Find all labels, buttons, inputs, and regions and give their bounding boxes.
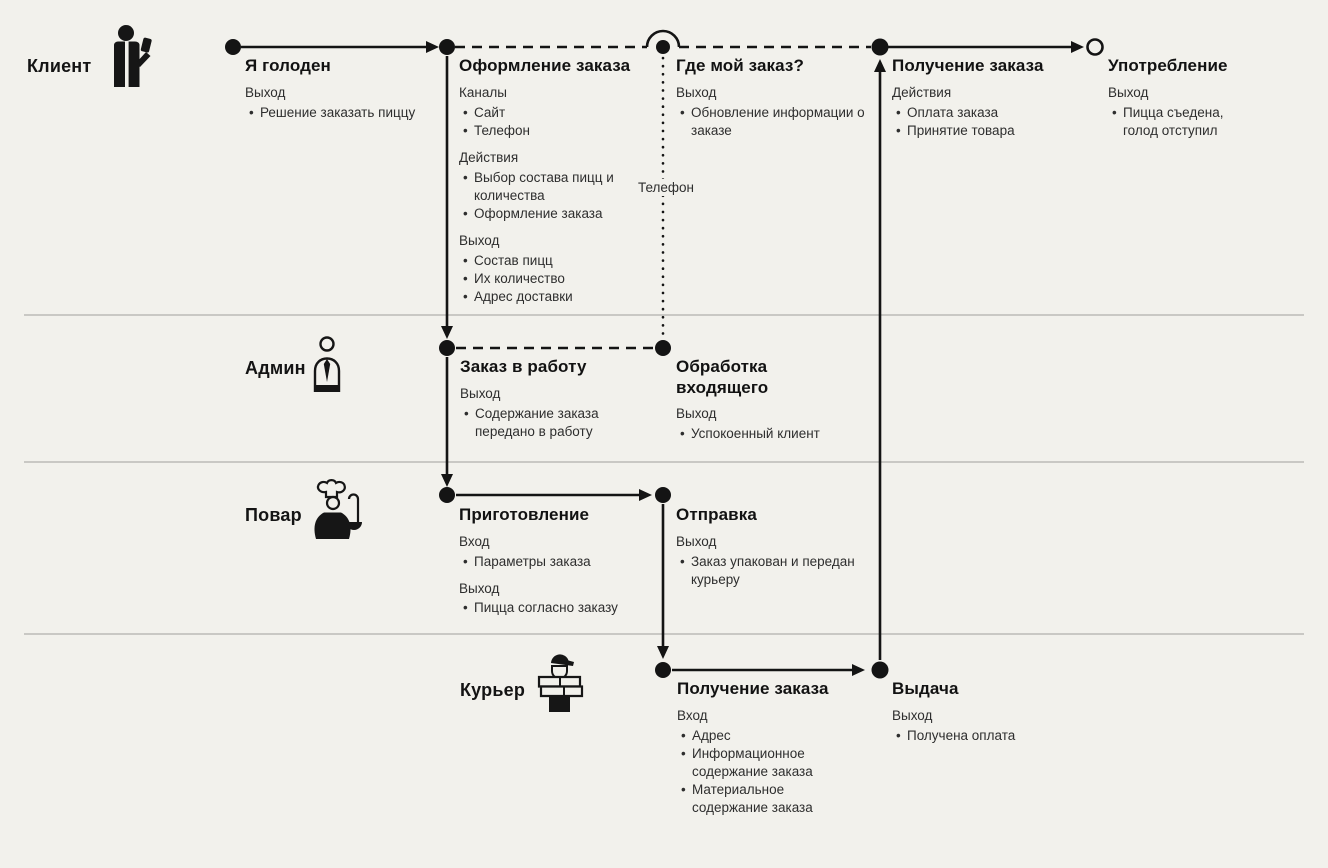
step-hungry: Я голоден Выход Решение заказать пиццу: [245, 56, 445, 131]
step-item: Состав пицц: [459, 252, 654, 270]
arrowhead-down: [441, 474, 453, 487]
step-incoming-processing: Обработка входящего Выход Успокоенный кл…: [676, 357, 836, 452]
arrowhead-down: [657, 646, 669, 659]
node-incoming-processing: [655, 340, 671, 356]
section-label: Действия: [459, 149, 519, 165]
step-item: Адрес: [677, 727, 862, 745]
lane-label-client: Клиент: [27, 56, 92, 76]
step-item: Заказ упакован и передан курьеру: [676, 553, 881, 589]
step-order-receiving-courier: Получение заказа Вход Адрес Информационн…: [677, 679, 862, 826]
arrowhead-up: [874, 59, 886, 72]
step-item: Обновление информации о заказе: [676, 104, 866, 140]
step-title: Употребление: [1108, 56, 1228, 75]
section-label: Действия: [892, 84, 952, 100]
step-item: Принятие товара: [892, 122, 1087, 140]
section-label: Выход: [460, 385, 501, 401]
step-title: Оформление заказа: [459, 56, 631, 75]
lane-label-admin: Админ: [245, 358, 306, 378]
step-title: Обработка входящего: [676, 357, 769, 397]
step-item: Содержание заказа передано в работу: [460, 405, 650, 441]
step-item: Их количество: [459, 270, 654, 288]
arrowhead-right: [1071, 41, 1084, 53]
step-title: Получение заказа: [677, 679, 829, 698]
step-title: Приготовление: [459, 505, 590, 524]
step-item: Адрес доставки: [459, 288, 654, 306]
node-where-is-my-order: [656, 40, 670, 54]
section-label: Выход: [245, 84, 286, 100]
step-handover: Выдача Выход Получена оплата: [892, 679, 1072, 754]
step-title: Получение заказа: [892, 56, 1044, 75]
node-order-receiving-client: [871, 38, 889, 56]
line-hop-arc: [645, 29, 681, 48]
node-consumption-end: [1086, 38, 1104, 56]
step-dispatch: Отправка Выход Заказ упакован и передан …: [676, 505, 881, 598]
step-order-receiving-client: Получение заказа Действия Оплата заказа …: [892, 56, 1087, 149]
step-item: Пицца согласно заказу: [459, 599, 659, 617]
step-title: Отправка: [676, 505, 757, 524]
section-label: Каналы: [459, 84, 507, 100]
arrowhead-right: [639, 489, 652, 501]
node-order-receiving-courier: [655, 662, 671, 678]
node-hungry: [225, 39, 241, 55]
step-item: Пицца съедена, голод отступил: [1108, 104, 1258, 140]
lane-label-cook: Повар: [245, 505, 302, 525]
step-where-is-my-order: Где мой заказ? Выход Обновление информац…: [676, 56, 866, 149]
section-label: Выход: [459, 580, 500, 596]
step-item: Решение заказать пиццу: [245, 104, 445, 122]
step-cooking: Приготовление Вход Параметры заказа Выхо…: [459, 505, 659, 627]
step-item: Информационное содержание заказа: [677, 745, 852, 781]
section-label: Вход: [677, 707, 708, 723]
arrowhead-down: [441, 326, 453, 339]
step-title: Где мой заказ?: [676, 56, 804, 75]
section-label: Выход: [676, 406, 717, 422]
client-icon: [106, 24, 152, 97]
node-ordering: [439, 39, 455, 55]
section-label: Вход: [459, 533, 490, 549]
courier-icon: [532, 650, 588, 719]
cook-icon: [306, 477, 363, 545]
section-label: Выход: [459, 232, 500, 248]
arrowhead-right: [852, 664, 865, 676]
section-label: Выход: [892, 707, 933, 723]
step-consumption: Употребление Выход Пицца съедена, голод …: [1108, 56, 1258, 149]
step-item: Получена оплата: [892, 727, 1072, 745]
section-label: Выход: [676, 84, 717, 100]
section-label: Выход: [676, 533, 717, 549]
node-order-to-work: [439, 340, 455, 356]
arrowhead-right: [426, 41, 439, 53]
node-handover: [871, 661, 889, 679]
step-title: Выдача: [892, 679, 959, 698]
step-item: Телефон: [459, 122, 654, 140]
section-label: Выход: [1108, 84, 1149, 100]
step-title: Я голоден: [245, 56, 331, 75]
node-cooking: [439, 487, 455, 503]
step-item: Оплата заказа: [892, 104, 1087, 122]
channel-label-phone: Телефон: [635, 179, 698, 196]
step-item: Успокоенный клиент: [676, 425, 836, 443]
step-item: Материальное содержание заказа: [677, 781, 852, 817]
step-order-to-work: Заказ в работу Выход Содержание заказа п…: [460, 357, 660, 450]
node-dispatch: [655, 487, 671, 503]
step-item: Сайт: [459, 104, 654, 122]
admin-icon: [311, 336, 342, 397]
step-item: Выбор состава пицц и количества: [459, 169, 644, 205]
step-title: Заказ в работу: [460, 357, 587, 376]
lane-label-courier: Курьер: [460, 680, 526, 700]
step-item: Параметры заказа: [459, 553, 659, 571]
step-ordering: Оформление заказа Каналы Сайт Телефон Де…: [459, 56, 654, 315]
step-item: Оформление заказа: [459, 205, 654, 223]
